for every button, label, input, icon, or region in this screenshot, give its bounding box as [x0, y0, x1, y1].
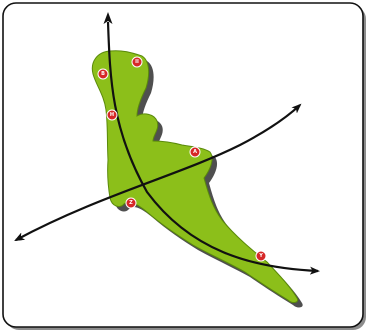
- arrow-lower-left-icon: [14, 232, 25, 241]
- marker-y: Y: [255, 250, 267, 262]
- marker-h-label: H: [110, 112, 114, 118]
- region: [91, 50, 303, 308]
- marker-a: A: [189, 146, 201, 158]
- marker-z-label: Z: [129, 200, 133, 206]
- marker-a-label: A: [193, 149, 197, 155]
- markers: B II H A Z Y: [97, 56, 267, 262]
- marker-ii-label: II: [135, 59, 139, 65]
- arrow-up-icon: [103, 12, 113, 24]
- axis-arrows: [103, 12, 113, 24]
- curved-axis-vertical: [106, 21, 320, 275]
- axes: [14, 21, 320, 275]
- marker-ii: II: [131, 56, 143, 68]
- marker-h: H: [106, 109, 118, 121]
- marker-z: Z: [125, 197, 137, 209]
- region-shape: [91, 50, 299, 303]
- diagonal-axis: [15, 103, 302, 241]
- marker-y-label: Y: [258, 253, 263, 259]
- marker-b-label: B: [101, 71, 105, 77]
- marker-b: B: [97, 68, 109, 80]
